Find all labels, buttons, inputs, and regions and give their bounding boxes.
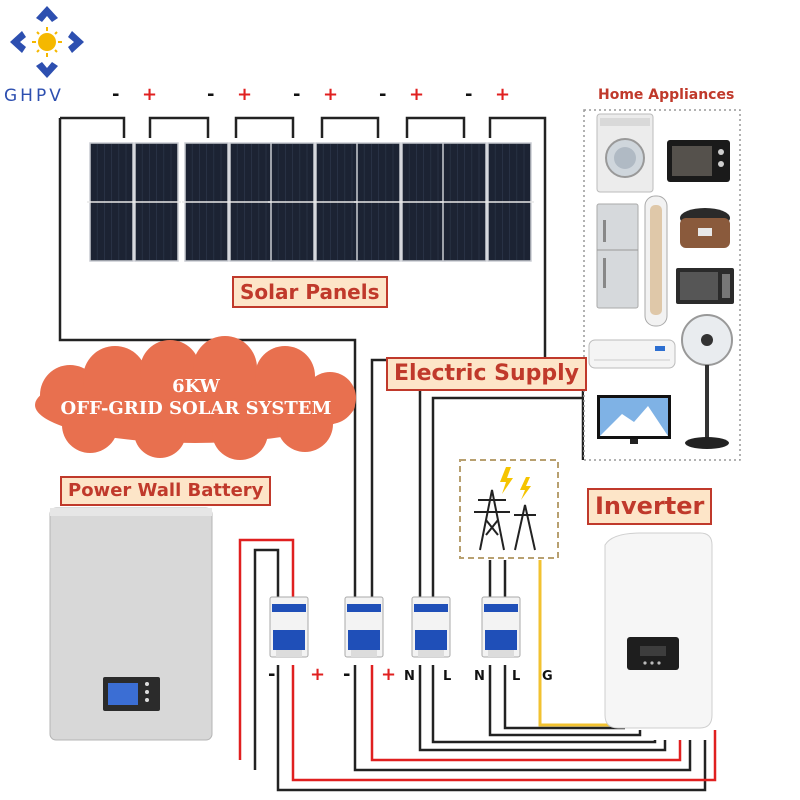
- terminal-grid-n: N: [474, 669, 485, 684]
- inverter-label: Inverter: [587, 488, 713, 525]
- circuit-breaker: [411, 596, 451, 658]
- solar-panel-array: [87, 142, 534, 262]
- power-pylon-icon: [474, 489, 536, 551]
- tower-air-conditioner-icon: [644, 195, 668, 327]
- rice-cooker-icon: [680, 208, 730, 248]
- terminal-pv-plus: +: [381, 664, 397, 685]
- system-title: 6KW OFF-GRID SOLAR SYSTEM: [30, 376, 362, 420]
- panel-minus-label: -: [465, 84, 473, 105]
- dc-pv-wires: [58, 116, 547, 600]
- microwave-icon: [676, 268, 734, 304]
- panel-minus-label: -: [112, 84, 120, 105]
- panel-plus-label: +: [495, 84, 511, 105]
- terminal-battery-plus: +: [310, 664, 326, 685]
- home-appliances-title: Home Appliances: [598, 87, 735, 103]
- brand-logo-text: GHPV: [4, 86, 64, 106]
- system-title-line1: 6KW: [172, 376, 220, 397]
- terminal-supply-n: N: [404, 669, 415, 684]
- television-icon: [597, 395, 671, 444]
- circuit-breaker: [481, 596, 521, 658]
- system-title-cloud: [35, 336, 356, 460]
- inverter-unit: [604, 532, 713, 729]
- panel-plus-label: +: [142, 84, 158, 105]
- circuit-breaker: [344, 596, 384, 658]
- terminal-battery-minus: -: [268, 664, 276, 685]
- washing-machine-icon: [596, 113, 654, 193]
- terminal-grid-l: L: [512, 669, 521, 684]
- panel-minus-label: -: [379, 84, 387, 105]
- battery-wires: [238, 538, 295, 770]
- panel-plus-label: +: [237, 84, 253, 105]
- solar-panel: [440, 142, 534, 262]
- solar-panel: [87, 142, 181, 262]
- terminal-supply-l: L: [443, 669, 452, 684]
- power-wall-battery: [49, 507, 213, 741]
- solar-panel: [354, 142, 448, 262]
- panel-plus-label: +: [409, 84, 425, 105]
- solar-panel: [268, 142, 362, 262]
- panel-minus-label: -: [293, 84, 301, 105]
- home-appliances-panel: [583, 109, 741, 461]
- toaster-oven-icon: [667, 140, 730, 182]
- lightning-bolt-icon: [500, 467, 531, 500]
- ghpv-logo-icon: [10, 6, 84, 78]
- panel-minus-label: -: [207, 84, 215, 105]
- system-title-line2: OFF-GRID SOLAR SYSTEM: [60, 398, 332, 419]
- solar-panel: [182, 142, 276, 262]
- solar-panels-label: Solar Panels: [232, 276, 388, 308]
- circuit-breaker: [269, 596, 309, 658]
- breaker-row: [269, 596, 521, 658]
- electric-supply-label: Electric Supply: [386, 357, 588, 392]
- utility-grid-box: [459, 459, 559, 559]
- wall-air-conditioner-icon: [588, 339, 676, 369]
- standing-fan-icon: [681, 314, 733, 449]
- refrigerator-icon: [596, 203, 639, 309]
- power-wall-battery-label: Power Wall Battery: [60, 476, 272, 506]
- terminal-grid-g: G: [542, 669, 553, 684]
- terminal-pv-minus: -: [343, 664, 351, 685]
- panel-plus-label: +: [323, 84, 339, 105]
